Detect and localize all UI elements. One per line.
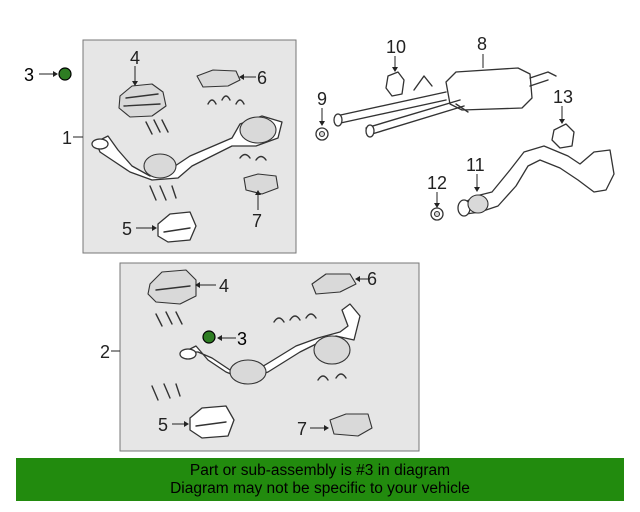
callout-9[interactable]: 9 [317,89,327,109]
callout-13[interactable]: 13 [553,87,573,107]
part-info-banner: Part or sub-assembly is #3 in diagram Di… [16,458,624,501]
heat-insulator-5-upper [157,211,197,243]
callout-3-lower[interactable]: 3 [237,329,247,349]
muffler-8 [445,67,533,111]
hanger-10 [385,71,405,97]
callout-6-lower[interactable]: 6 [367,269,377,289]
heat-insulator-4-upper [118,83,167,118]
assembly-1-parts [91,69,283,243]
banner-line-2: Diagram may not be specific to your vehi… [170,479,470,497]
converter-1 [95,115,283,181]
callout-12[interactable]: 12 [427,173,447,193]
callout-7-lower[interactable]: 7 [297,419,307,439]
callout-7-upper[interactable]: 7 [252,211,262,231]
heat-insulator-7-lower [329,413,373,437]
callout-11[interactable]: 11 [466,155,485,175]
rear-exhaust-parts [315,67,615,221]
callout-5-upper[interactable]: 5 [122,219,132,239]
heat-insulator-7-upper [243,173,279,195]
callout-6-upper[interactable]: 6 [257,68,267,88]
leader-lines [39,54,565,431]
assembly-2-parts [147,269,373,439]
callout-4-upper[interactable]: 4 [130,48,140,68]
callout-3-upper[interactable]: 3 [24,65,34,85]
hanger-13 [551,123,575,149]
callout-10[interactable]: 10 [386,37,406,57]
part-3-highlight-upper[interactable] [58,67,72,81]
callout-2[interactable]: 2 [100,342,110,362]
heat-insulator-5-lower [189,405,235,439]
heat-insulator-6-upper [196,69,241,88]
callout-4-lower[interactable]: 4 [219,276,229,296]
heat-insulator-6-lower [311,273,357,295]
callout-1[interactable]: 1 [62,128,72,148]
tail-pipe-11 [461,145,615,215]
callout-8[interactable]: 8 [477,34,487,54]
banner-line-1: Part or sub-assembly is #3 in diagram [189,461,451,479]
callout-5-lower[interactable]: 5 [158,415,168,435]
heat-insulator-4-lower [147,269,197,305]
part-3-highlight-lower[interactable] [202,330,216,344]
